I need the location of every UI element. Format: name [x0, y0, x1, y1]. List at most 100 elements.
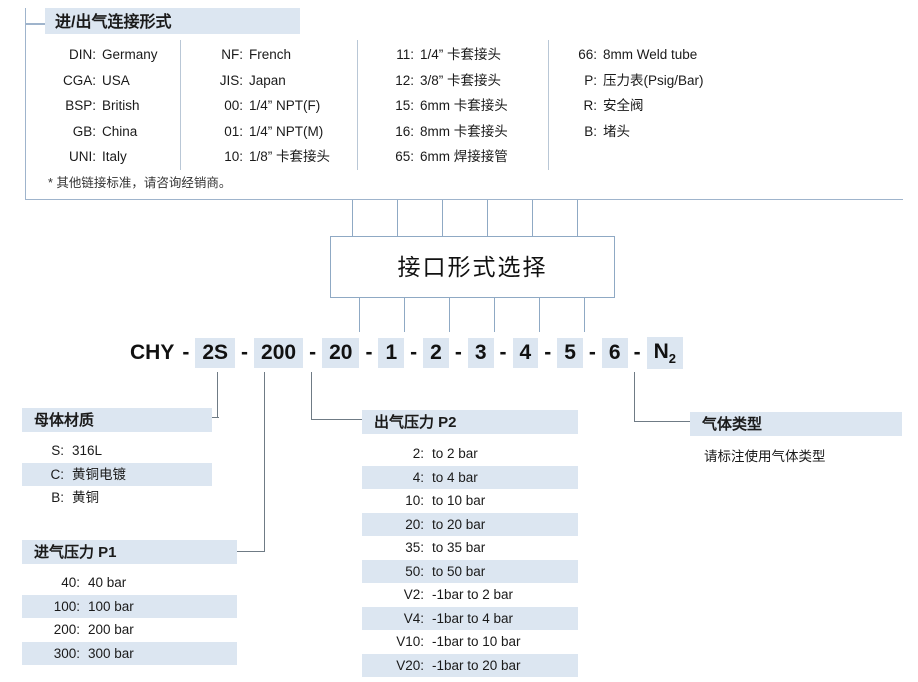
outlet-pressure-code: V10:	[396, 634, 424, 649]
connector-bottom-4	[494, 298, 496, 332]
connection-code: 15:	[395, 98, 414, 113]
material-code: B:	[51, 490, 64, 505]
connection-code: DIN:	[69, 47, 96, 62]
code-dash: -	[633, 341, 641, 364]
outlet-pressure-row: V20: -1bar to 20 bar	[362, 653, 578, 677]
connection-code: JIS:	[219, 72, 243, 88]
connector-top-4	[487, 200, 489, 236]
connection-footnote: * 其他链接标准，请咨询经销商。	[48, 176, 232, 190]
outlet-pressure-row: 4: to 4 bar	[362, 465, 578, 489]
gas-type-title: 气体类型	[690, 412, 902, 436]
connector-gas-vertical	[634, 372, 636, 422]
connection-code: BSP:	[65, 98, 96, 113]
connector-bottom-3	[449, 298, 451, 332]
connection-code: UNI:	[69, 149, 96, 164]
connector-p2-horizontal	[311, 419, 362, 421]
outlet-pressure-desc: -1bar to 4 bar	[432, 610, 514, 626]
connection-code: NF:	[221, 47, 243, 62]
code-dash: -	[588, 341, 596, 364]
connector-bottom-1	[359, 298, 361, 332]
code-dash: -	[182, 341, 190, 364]
outlet-pressure-row: V10: -1bar to 10 bar	[362, 630, 578, 654]
code-segment-gas-type[interactable]: N2	[646, 336, 683, 370]
product-code-line: CHY - 2S - 200 - 20 - 1 - 2 - 3 - 4 - 5 …	[128, 336, 683, 370]
code-dash: -	[454, 341, 462, 364]
material-code: S:	[51, 443, 64, 458]
gas-symbol: N	[653, 339, 669, 363]
connection-desc: 1/4” 卡套接头	[420, 47, 502, 62]
connection-item: 10: 1/8” 卡套接头	[205, 144, 330, 170]
outlet-pressure-code: 20:	[405, 516, 424, 532]
code-dash: -	[365, 341, 373, 364]
outlet-pressure-row: 10: to 10 bar	[362, 489, 578, 513]
connector-top-6	[577, 200, 579, 236]
inlet-pressure-row: 40: 40 bar	[22, 571, 237, 595]
connection-desc: China	[102, 123, 138, 139]
code-segment-port-5[interactable]: 5	[557, 338, 583, 368]
connection-item: BSP: British	[48, 93, 158, 119]
connection-item: 01: 1/4” NPT(M)	[205, 119, 330, 145]
gas-type-section: 气体类型 请标注使用气体类型	[690, 412, 902, 465]
connection-item: 15: 6mm 卡套接头	[382, 93, 508, 119]
interface-selection-box[interactable]: 接口形式选择	[330, 236, 615, 298]
code-segment-port-2[interactable]: 2	[423, 338, 449, 368]
outlet-pressure-row: 50: to 50 bar	[362, 559, 578, 583]
inlet-pressure-row: 200: 200 bar	[22, 618, 237, 642]
connection-column-4: 66: 8mm Weld tube P: 压力表(Psig/Bar) R: 安全…	[565, 42, 704, 145]
connection-code: 66:	[578, 47, 597, 62]
outlet-pressure-desc: -1bar to 10 bar	[432, 634, 521, 649]
connector-p2-vertical	[311, 372, 313, 420]
material-row-list: S: 316L C: 黄铜电镀 B: 黄铜	[22, 439, 212, 510]
material-desc: 316L	[72, 443, 103, 458]
connection-code: CGA:	[62, 72, 96, 88]
connection-desc: 压力表(Psig/Bar)	[603, 72, 704, 88]
outlet-pressure-code: 35:	[405, 540, 424, 555]
code-segment-outlet-pressure[interactable]: 20	[322, 338, 360, 368]
outlet-pressure-title: 出气压力 P2	[362, 410, 578, 434]
material-row: B: 黄铜	[22, 486, 212, 510]
outlet-pressure-code: V20:	[396, 657, 424, 673]
code-segment-prefix[interactable]: CHY	[130, 341, 175, 364]
outlet-pressure-row: 20: to 20 bar	[362, 512, 578, 536]
code-segment-port-4[interactable]: 4	[512, 338, 539, 368]
connection-item: NF: French	[205, 42, 330, 68]
code-segment-material[interactable]: 2S	[195, 338, 236, 368]
connection-desc: 1/4” NPT(M)	[249, 123, 324, 139]
connection-item: DIN: Germany	[48, 42, 158, 68]
inlet-pressure-title: 进气压力 P1	[22, 540, 237, 564]
code-segment-inlet-pressure[interactable]: 200	[254, 338, 304, 368]
inlet-pressure-desc: 40 bar	[88, 575, 127, 590]
outlet-pressure-desc: to 2 bar	[432, 446, 478, 461]
connection-code: 00:	[224, 98, 243, 113]
connector-material-vertical	[217, 372, 219, 418]
inlet-pressure-row-list: 40: 40 bar 100: 100 bar 200: 200 bar 300…	[22, 571, 237, 665]
connection-code: GB:	[72, 123, 96, 139]
outlet-pressure-desc: to 20 bar	[432, 516, 486, 532]
connection-desc: British	[102, 98, 140, 113]
connection-code: R:	[583, 98, 598, 113]
connector-gas-horizontal	[634, 421, 690, 423]
code-segment-port-6[interactable]: 6	[601, 338, 628, 368]
code-segment-port-1[interactable]: 1	[378, 338, 405, 368]
column-divider-1	[180, 40, 182, 170]
material-row: S: 316L	[22, 439, 212, 463]
connector-top-1	[352, 200, 354, 236]
connection-code: 65:	[395, 149, 414, 164]
outlet-pressure-desc: to 10 bar	[432, 493, 486, 508]
code-dash: -	[410, 341, 418, 364]
connection-desc: Japan	[249, 72, 286, 88]
outlet-pressure-code: V2:	[403, 587, 424, 602]
connector-p1-horizontal	[237, 551, 265, 553]
connection-type-title: 进/出气连接形式	[45, 8, 300, 34]
column-divider-3	[548, 40, 550, 170]
material-section: 母体材质 S: 316L C: 黄铜电镀 B: 黄铜	[22, 408, 212, 510]
outlet-pressure-row-list: 2: to 2 bar 4: to 4 bar 10: to 10 bar 20…	[362, 442, 578, 677]
connector-bottom-5	[539, 298, 541, 332]
inlet-pressure-code: 40:	[61, 575, 80, 590]
connection-code: 16:	[395, 123, 414, 139]
connection-code: P:	[584, 72, 597, 88]
connection-code: 12:	[395, 72, 414, 88]
code-segment-port-3[interactable]: 3	[467, 338, 494, 368]
connection-item: B: 堵头	[565, 119, 704, 145]
outlet-pressure-desc: -1bar to 20 bar	[432, 657, 521, 673]
